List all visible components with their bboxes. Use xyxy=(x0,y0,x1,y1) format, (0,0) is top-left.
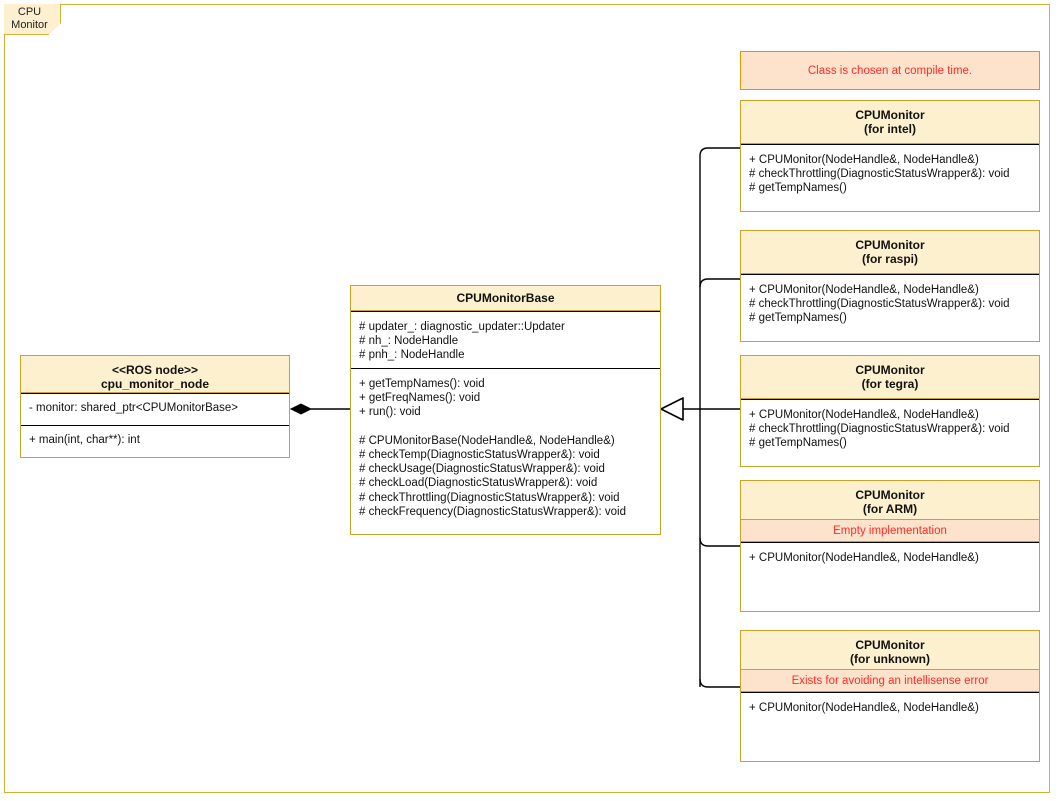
class-cpu-monitor-unknown-stereotype: Exists for avoiding an intellisense erro… xyxy=(741,670,1039,692)
uml-frame-tab: CPU Monitor xyxy=(4,4,61,35)
class-cpu-monitor-raspi-title: CPUMonitor (for raspi) xyxy=(741,231,1039,274)
class-cpu-monitor-arm-stereotype: Empty implementation xyxy=(741,520,1039,542)
class-cpu-monitor-raspi-methods: + CPUMonitor(NodeHandle&, NodeHandle&) #… xyxy=(741,274,1039,342)
class-cpu-monitor-node[interactable]: <<ROS node>> cpu_monitor_node - monitor:… xyxy=(20,355,290,458)
class-cpu-monitor-node-methods: + main(int, char**): int xyxy=(21,425,289,457)
class-cpu-monitor-base-methods: + getTempNames(): void + getFreqNames():… xyxy=(351,368,660,534)
class-cpu-monitor-tegra[interactable]: CPUMonitor (for tegra) + CPUMonitor(Node… xyxy=(740,355,1040,467)
class-cpu-monitor-node-attributes: - monitor: shared_ptr<CPUMonitorBase> xyxy=(21,393,289,425)
class-cpu-monitor-intel[interactable]: CPUMonitor (for intel) + CPUMonitor(Node… xyxy=(740,100,1040,212)
class-cpu-monitor-unknown-title: CPUMonitor (for unknown) xyxy=(741,631,1039,670)
class-cpu-monitor-unknown-methods: + CPUMonitor(NodeHandle&, NodeHandle&) xyxy=(741,692,1039,761)
class-cpu-monitor-arm[interactable]: CPUMonitor (for ARM) Empty implementatio… xyxy=(740,480,1040,612)
class-cpu-monitor-arm-title: CPUMonitor (for ARM) xyxy=(741,481,1039,520)
class-cpu-monitor-base-title: CPUMonitorBase xyxy=(351,286,660,311)
class-cpu-monitor-node-title: <<ROS node>> cpu_monitor_node xyxy=(21,356,289,393)
class-cpu-monitor-intel-title: CPUMonitor (for intel) xyxy=(741,101,1039,144)
class-cpu-monitor-tegra-title: CPUMonitor (for tegra) xyxy=(741,356,1039,399)
class-cpu-monitor-unknown[interactable]: CPUMonitor (for unknown) Exists for avoi… xyxy=(740,630,1040,762)
uml-frame xyxy=(4,4,1050,793)
note-compile-time-text: Class is chosen at compile time. xyxy=(807,64,973,77)
uml-frame-tab-label: CPU Monitor xyxy=(11,6,48,31)
class-cpu-monitor-arm-methods: + CPUMonitor(NodeHandle&, NodeHandle&) xyxy=(741,542,1039,611)
note-compile-time: Class is chosen at compile time. xyxy=(740,51,1040,90)
class-cpu-monitor-tegra-methods: + CPUMonitor(NodeHandle&, NodeHandle&) #… xyxy=(741,399,1039,467)
class-cpu-monitor-base-attributes: # updater_: diagnostic_updater::Updater … xyxy=(351,311,660,368)
class-cpu-monitor-base[interactable]: CPUMonitorBase # updater_: diagnostic_up… xyxy=(350,285,661,535)
class-cpu-monitor-raspi[interactable]: CPUMonitor (for raspi) + CPUMonitor(Node… xyxy=(740,230,1040,342)
class-cpu-monitor-intel-methods: + CPUMonitor(NodeHandle&, NodeHandle&) #… xyxy=(741,144,1039,212)
